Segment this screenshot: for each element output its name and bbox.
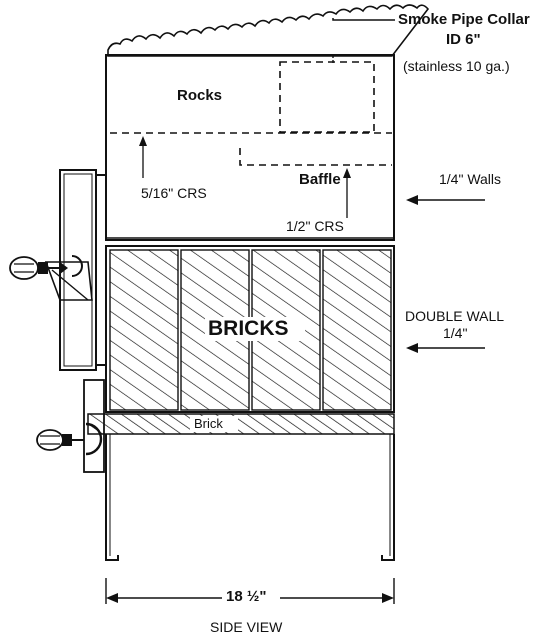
side-view-label: SIDE VIEW <box>210 619 283 635</box>
left-leg <box>105 434 119 561</box>
smoke-pipe-leader <box>332 18 395 21</box>
door-bracket <box>44 261 93 301</box>
smoke-pipe-label-2: ID 6" <box>446 31 481 48</box>
brick-panel-4 <box>322 249 392 411</box>
upper-handle-knob <box>9 256 39 280</box>
rocks-label: Rocks <box>177 87 223 104</box>
dimension-label: 18 ½" <box>226 588 267 605</box>
bricks-label: BRICKS <box>208 317 289 340</box>
brick-strip <box>87 413 395 435</box>
side-door <box>59 169 97 371</box>
smoke-pipe-label-1: Smoke Pipe Collar <box>398 11 530 28</box>
walls-label: 1/4" Walls <box>439 171 502 187</box>
smoke-pipe-collar <box>279 61 375 133</box>
brick-panel-1 <box>109 249 179 411</box>
lower-door-bar <box>83 379 105 473</box>
top-chamber <box>105 54 395 241</box>
brick-chamber <box>105 245 395 413</box>
lower-handle-knob <box>36 429 64 451</box>
baffle-label: Baffle <box>299 171 341 188</box>
double-wall-label-2: 1/4" <box>443 325 468 341</box>
rock-pile <box>107 4 430 57</box>
crs-5-16-label: 5/16" CRS <box>141 185 207 201</box>
baffle-line <box>239 148 392 166</box>
crs-1-2-label: 1/2" CRS <box>286 218 344 234</box>
right-leg <box>381 434 395 561</box>
stainless-label: (stainless 10 ga.) <box>403 58 510 74</box>
double-wall-label-1: DOUBLE WALL <box>405 308 505 324</box>
brick-label: Brick <box>194 416 223 431</box>
